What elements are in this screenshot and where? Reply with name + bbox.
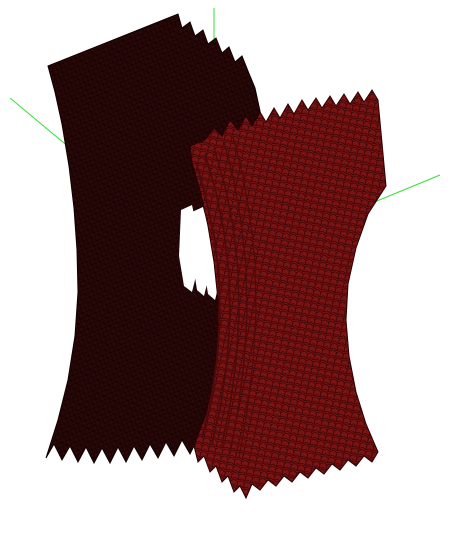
front-mesh-panel <box>189 89 387 500</box>
